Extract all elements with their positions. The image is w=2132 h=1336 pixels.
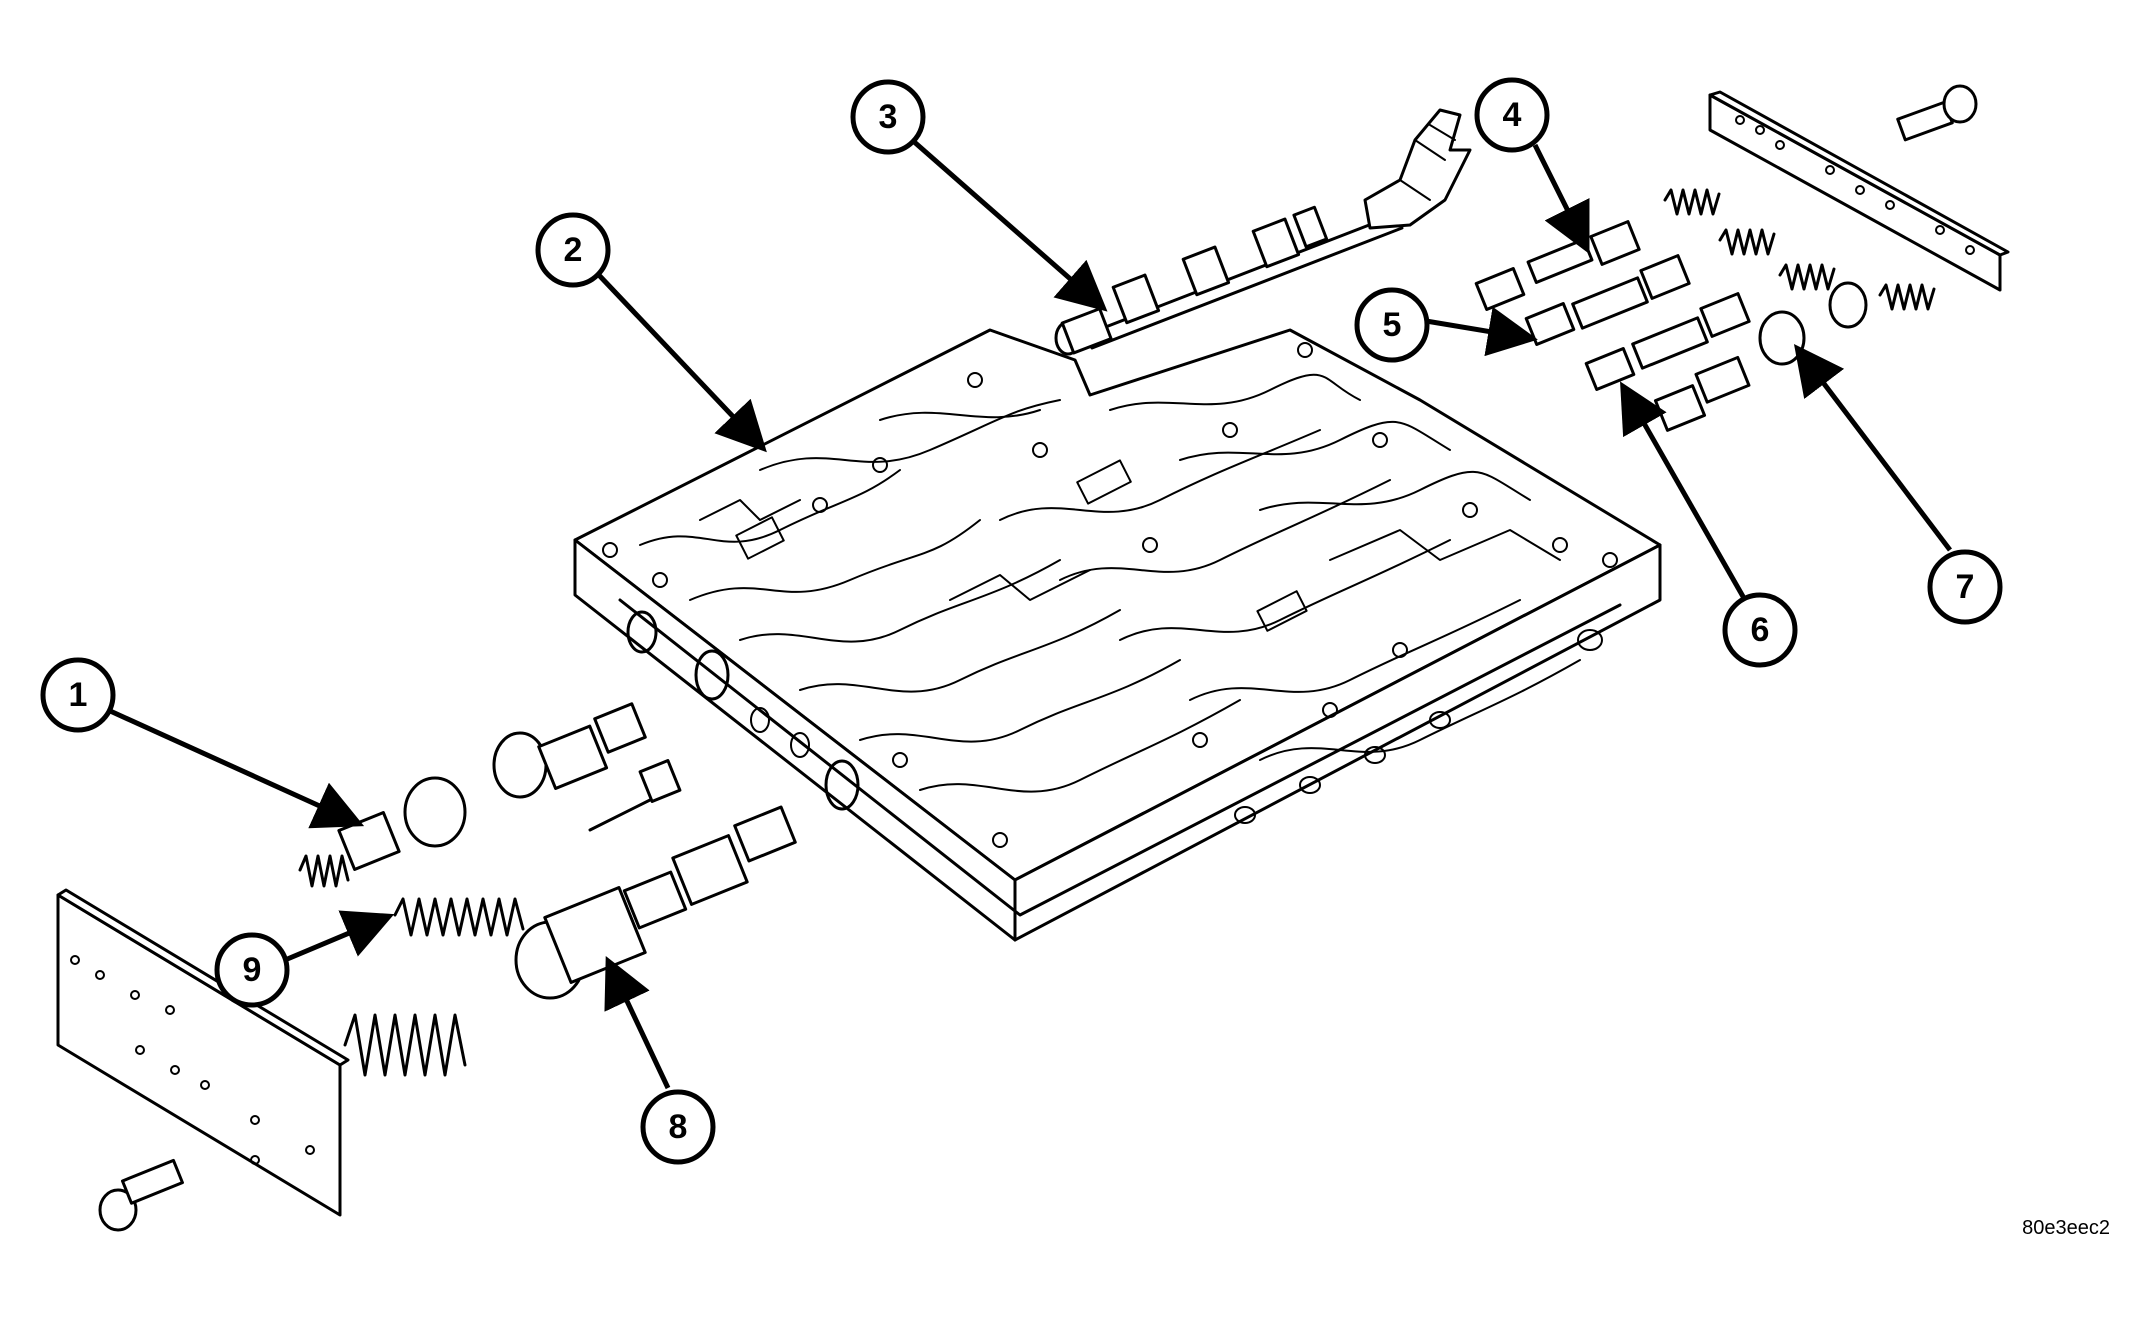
leader-1 [106, 707, 365, 829]
callout-1-label: 1 [69, 676, 88, 714]
callout-3-label: 3 [879, 98, 898, 136]
callout-4-label: 4 [1503, 96, 1522, 134]
callout-8-label: 8 [669, 1108, 688, 1146]
leader-5 [1419, 306, 1538, 357]
leader-9 [284, 910, 395, 963]
callout-2: 2 [535, 212, 611, 288]
left-end-plate [56, 888, 350, 1217]
callout-7: 7 [1927, 549, 2003, 625]
callout-6: 6 [1722, 592, 1798, 668]
leader-4 [1532, 143, 1590, 254]
leader-8 [604, 955, 671, 1090]
spring-7 [1878, 283, 1936, 311]
manual-valve-shaft [1054, 108, 1472, 356]
callout-8: 8 [640, 1089, 716, 1165]
callout-5-label: 5 [1383, 306, 1402, 344]
spring-6 [1778, 263, 1836, 291]
leader-2 [594, 270, 767, 453]
valve-7 [1653, 281, 1868, 432]
right-plate-bolt [1896, 84, 1978, 142]
leader-3 [910, 138, 1108, 312]
spring-5 [1718, 228, 1776, 256]
callout-9: 9 [214, 932, 290, 1008]
spring-4 [1663, 188, 1721, 216]
figure-id: 80e3eec2 [2022, 1217, 2110, 1239]
leader-6 [1620, 381, 1748, 602]
callout-5: 5 [1354, 287, 1430, 363]
left-plate-bolt [98, 1158, 184, 1232]
spring-1 [298, 854, 350, 888]
callout-1: 1 [40, 657, 116, 733]
valve-6 [1584, 292, 1751, 391]
leader-7 [1793, 344, 1952, 552]
valve-1 [337, 702, 647, 871]
callout-leaders [106, 138, 1952, 1090]
callout-4: 4 [1474, 77, 1550, 153]
spring-8 [343, 1013, 467, 1077]
valve-8 [514, 805, 797, 1000]
callout-9-label: 9 [243, 951, 262, 989]
callout-2-label: 2 [564, 231, 583, 269]
callout-6-label: 6 [1751, 611, 1770, 649]
callout-7-label: 7 [1956, 568, 1975, 606]
valve-body [573, 328, 1662, 942]
spring-9 [393, 759, 682, 937]
right-end-plate [1708, 90, 2010, 292]
callout-3: 3 [850, 79, 926, 155]
